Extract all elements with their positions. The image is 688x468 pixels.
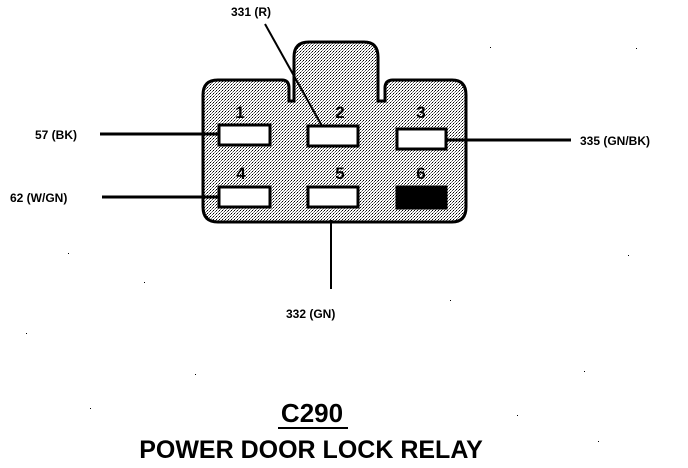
connector-id: C290: [281, 398, 343, 428]
pin-number-1: 1: [235, 103, 244, 122]
terminal-1: [217, 123, 272, 147]
pin-number-5: 5: [335, 164, 344, 183]
wire-label-pin1: 57 (BK): [35, 128, 77, 142]
pin-number-3: 3: [416, 103, 425, 122]
wire-label-pin5: 332 (GN): [286, 307, 335, 321]
wire-label-pin2: 331 (R): [231, 5, 271, 19]
wire-pin2: [264, 23, 323, 127]
wire-label-pin3: 335 (GN/BK): [580, 134, 650, 148]
pin-number-2: 2: [335, 103, 344, 122]
scan-speckle: [26, 47, 637, 442]
terminal-4: [217, 185, 272, 209]
connector-name: POWER DOOR LOCK RELAY: [139, 436, 483, 464]
terminal-6: [395, 185, 448, 210]
pin-number-6: 6: [416, 164, 425, 183]
terminal-5: [306, 185, 360, 209]
terminal-3: [395, 127, 448, 151]
terminal-2: [306, 124, 360, 148]
wire-label-pin4: 62 (W/GN): [10, 191, 67, 205]
pin-number-4: 4: [236, 164, 246, 183]
